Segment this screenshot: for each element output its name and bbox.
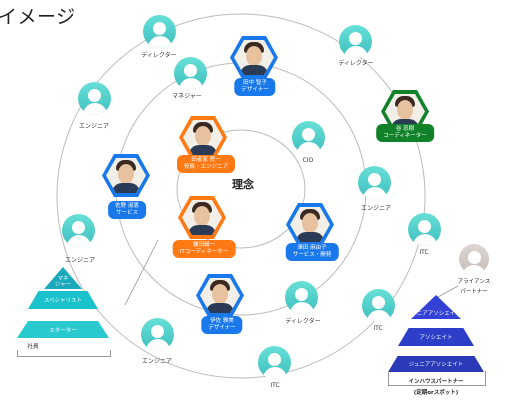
center-label: 理念 xyxy=(232,178,254,191)
member-role: 役員・エンジニア xyxy=(183,164,229,170)
engineer-bottom-label: エンジニア xyxy=(141,358,173,365)
person-avatar-icon xyxy=(285,281,318,314)
member-role: サービス・開発 xyxy=(292,252,332,258)
spot-caption: (定期orスポット) xyxy=(413,390,459,396)
person-avatar-icon xyxy=(143,15,176,48)
person-avatar-icon xyxy=(174,57,207,90)
person-avatar-icon xyxy=(408,213,441,246)
pyramid-tier-starter: スターター xyxy=(17,321,109,338)
member-name: 鎌田誠一 xyxy=(192,242,216,248)
itc-lower-label: ITC xyxy=(373,325,383,332)
page-title: イメージ xyxy=(0,6,76,28)
person-avatar-icon xyxy=(258,346,291,379)
person-avatar-icon xyxy=(78,82,111,115)
engineer-lowleft-label: エンジニア xyxy=(64,257,96,264)
member-tag: 田中 智子デザイナー xyxy=(234,78,276,96)
person-avatar-icon xyxy=(362,289,395,322)
member-name: 田中 智子 xyxy=(243,80,267,86)
alliance-label: アライアンス xyxy=(457,279,491,285)
member-photo xyxy=(286,203,334,246)
engineer-right-label: エンジニア xyxy=(360,205,392,212)
member-tag: 伊佐 雅美デザイナー xyxy=(201,316,243,334)
connector-line-left xyxy=(124,239,159,306)
pyramid-tier-specialist: スペシャリスト xyxy=(28,291,98,309)
person-avatar-icon xyxy=(358,166,391,199)
member-name: 佐野 淑恵 xyxy=(115,203,139,209)
member-name: 澤田 麻由子 xyxy=(297,245,327,251)
member-role: デザイナー xyxy=(208,325,236,331)
member-name: 田者家 賀一 xyxy=(191,157,221,163)
pyramid-tier-associate: アソシエイト xyxy=(398,328,474,346)
bracket-line xyxy=(17,350,111,357)
partner-label: パートナー xyxy=(460,289,488,295)
member-name: 伊佐 雅美 xyxy=(210,318,234,324)
director-bottom-label: ディレクター xyxy=(285,318,321,325)
person-avatar-icon xyxy=(292,121,325,154)
member-role: デザイナー xyxy=(241,87,269,93)
member-photo xyxy=(102,154,150,197)
manager-label: マネジャー xyxy=(172,93,202,100)
member-tag: 佐野 淑恵サービス xyxy=(108,201,146,219)
member-tag: 谷 忠樹コーディネーター xyxy=(376,124,434,142)
member-tag: 田者家 賀一役員・エンジニア xyxy=(176,155,236,173)
director-top-label: ディレクター xyxy=(141,52,177,59)
member-role: サービス xyxy=(115,210,138,216)
bracket-line xyxy=(388,371,486,386)
person-avatar-icon xyxy=(62,214,95,247)
member-role: ITコーディネーター xyxy=(179,249,229,255)
pyramid-tier-junior: ジュニアアソシエイト xyxy=(388,356,484,372)
member-photo xyxy=(178,196,226,239)
itc-bottom-label: ITC xyxy=(270,382,280,389)
inhouse-partner-label: インハウスパートナー xyxy=(408,379,464,385)
person-avatar-icon xyxy=(339,25,372,58)
person-avatar-icon xyxy=(141,318,174,351)
cio-label: CIO xyxy=(302,157,314,164)
member-name: 谷 忠樹 xyxy=(395,126,415,132)
engineer-left-label: エンジニア xyxy=(78,123,110,130)
member-tag: 澤田 麻由子サービス・開発 xyxy=(285,243,339,261)
member-role: コーディネーター xyxy=(383,133,427,139)
alliance-partner-avatar-icon xyxy=(459,244,489,274)
connector-line-right xyxy=(435,285,459,299)
employee-caption: 社員 xyxy=(27,344,39,350)
director-right-label: ディレクター xyxy=(338,60,374,67)
itc-right-label: ITC xyxy=(419,249,429,256)
